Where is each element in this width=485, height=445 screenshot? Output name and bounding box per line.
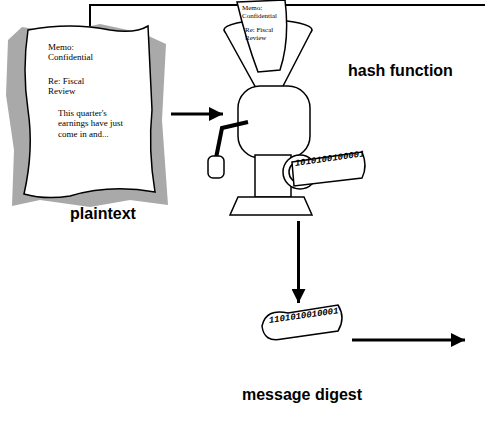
memo-heading: Memo: Confidential	[48, 42, 110, 63]
binary-strip: 1101010010001	[268, 305, 349, 326]
message-digest-node: 1101010010001message digest	[262, 305, 342, 343]
memo-heading: Memo: Confidential	[242, 4, 286, 20]
node-label: plaintext	[28, 205, 178, 223]
paper-shadow	[6, 24, 168, 207]
memo-subject: Re: Fiscal Review	[245, 26, 283, 42]
node-label: hash function	[348, 62, 485, 80]
flow-arrow	[297, 221, 300, 303]
meat-grinder	[208, 0, 365, 215]
memo-body: This quarter's earnings have just come i…	[58, 108, 124, 139]
flow-arrow	[171, 113, 223, 116]
memo-subject: Re: Fiscal Review	[48, 76, 108, 97]
binary-strip: 1010100100001	[294, 147, 385, 170]
paper-sheet	[24, 26, 155, 198]
hash-function-node: Memo: ConfidentialRe: Fiscal Review10101…	[225, 20, 335, 215]
output-arrow	[352, 339, 465, 342]
document-node: Memo: ConfidentialRe: Fiscal ReviewThis …	[15, 28, 165, 200]
node-label: message digest	[222, 386, 382, 404]
